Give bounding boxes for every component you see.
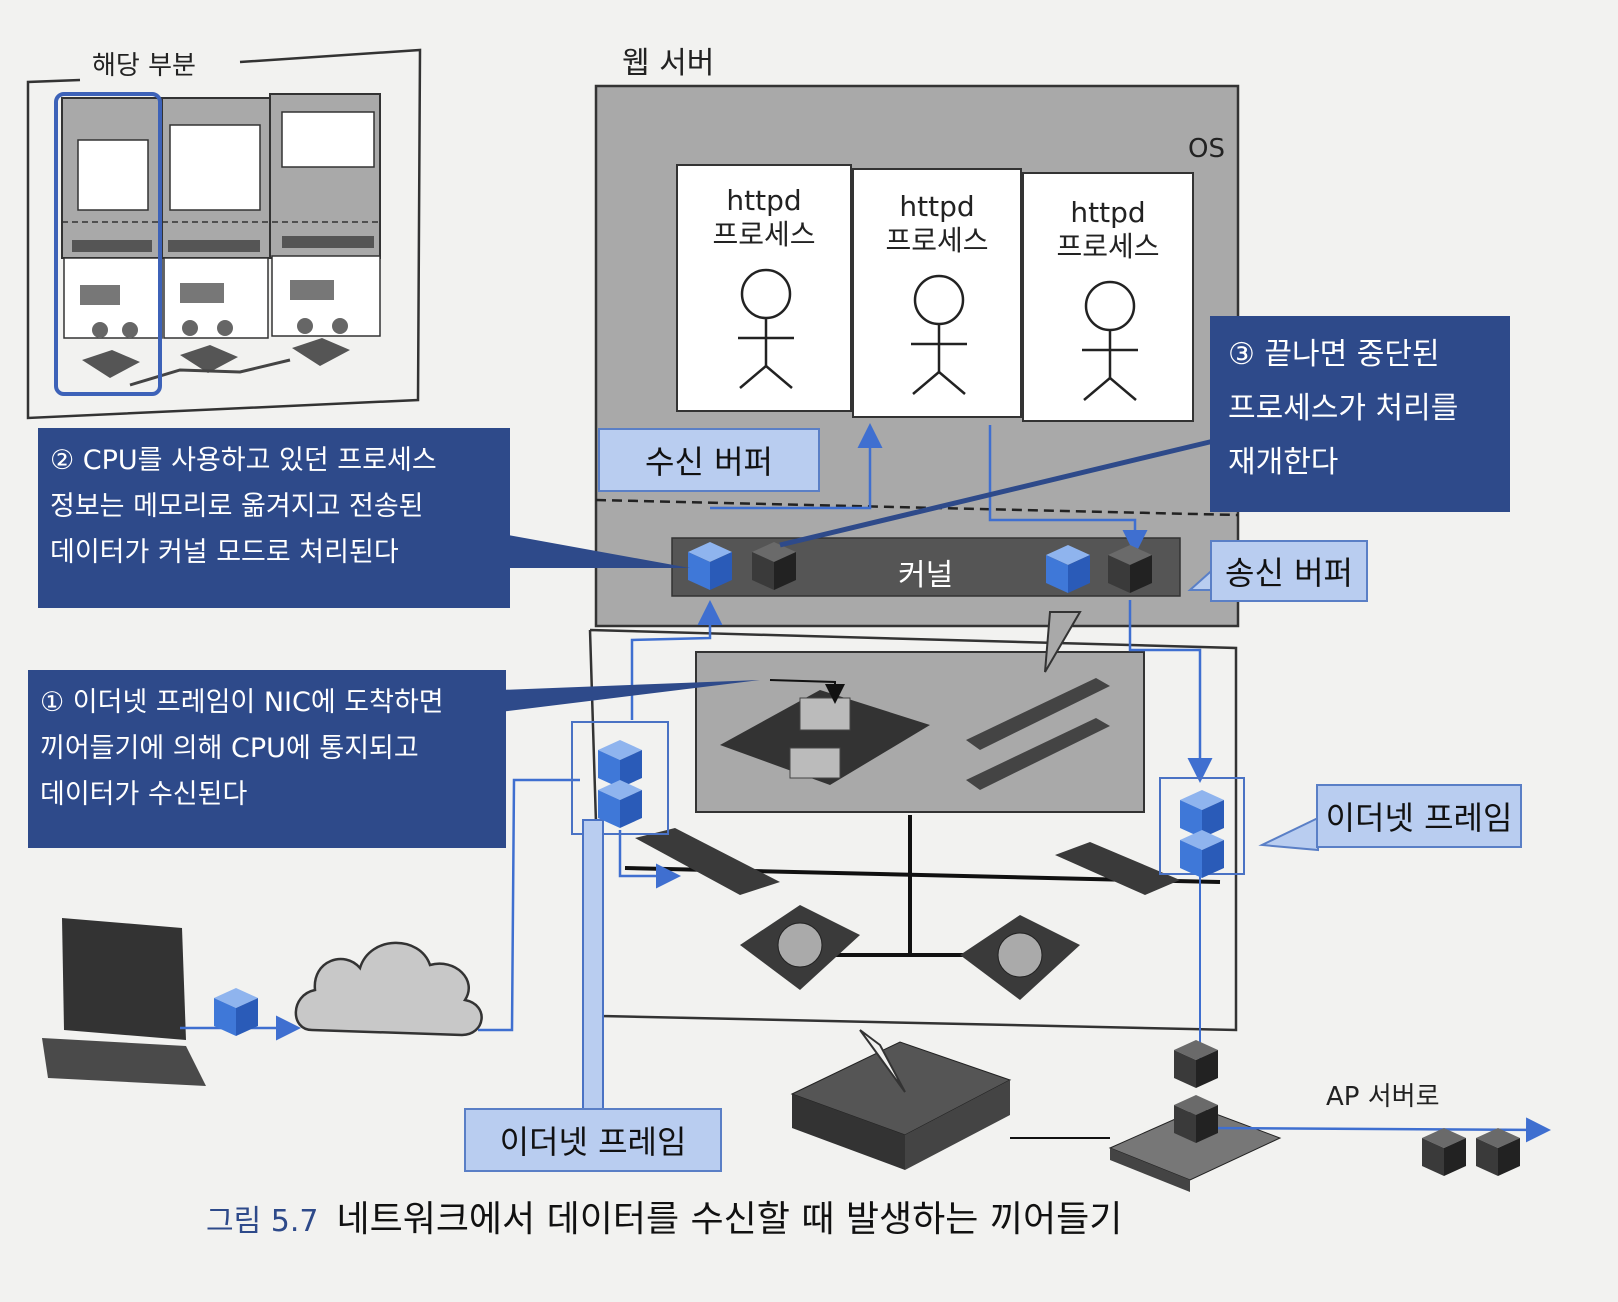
ap-cube-2 [1174, 1095, 1218, 1143]
ap-cube-3 [1422, 1128, 1466, 1176]
callout-step1-line1: ① 이더넷 프레임이 NIC에 도착하면 [40, 687, 444, 718]
figure-caption: 그림 5.7 네트워크에서 데이터를 수신할 때 발생하는 끼어들기 [206, 1190, 1122, 1242]
network [42, 832, 1551, 1192]
process-sub: 프로세스 [1056, 230, 1160, 263]
callout3-pointer [779, 437, 1219, 548]
thumbnail-frame [26, 48, 422, 420]
web-server-title: 웹 서버 [622, 46, 715, 81]
httpd-process-3: httpd 프로세스 [1022, 172, 1194, 422]
ap-cube-4 [1476, 1128, 1520, 1176]
callout-step2-line2: 정보는 메모리로 옮겨지고 전송된 [50, 491, 424, 522]
ethernet-frame-label-bottom: 이더넷 프레임 [464, 1108, 722, 1172]
callout-step3-line3: 재개한다 [1228, 445, 1339, 480]
callout-step3-line2: 프로세스가 처리를 [1228, 391, 1459, 426]
os-label: OS [1188, 134, 1225, 164]
callout-step3-line1: ③ 끝나면 중단된 [1228, 337, 1440, 372]
process-name: httpd [899, 190, 975, 223]
figure-title: 네트워크에서 데이터를 수신할 때 발생하는 끼어들기 [336, 1199, 1123, 1240]
laptop-icon [62, 918, 186, 1040]
callout2-pointer [508, 535, 690, 568]
callout-step1: ① 이더넷 프레임이 NIC에 도착하면 끼어들기에 의해 CPU에 통지되고 … [28, 670, 506, 848]
ap-cube-1 [1174, 1040, 1218, 1088]
kernel-label: 커널 [898, 558, 954, 593]
frame-cube-2 [598, 780, 642, 828]
process-sub: 프로세스 [885, 224, 989, 257]
frame-stem [582, 819, 604, 1113]
data-flow [180, 423, 1213, 1041]
person-icon [738, 268, 794, 389]
cloud-icon [294, 941, 483, 1037]
send-blue-cube [1046, 545, 1090, 593]
figure-number: 그림 5.7 [206, 1204, 319, 1239]
callout-step2: ② CPU를 사용하고 있던 프로세스 정보는 메모리로 옮겨지고 전송된 데이… [38, 428, 510, 608]
frame-cube-4 [1180, 830, 1224, 878]
send-buffer-cube [1108, 545, 1152, 593]
callout1-pointer [500, 680, 760, 712]
nic-in-highlight [571, 721, 669, 835]
packet-cube [214, 988, 258, 1036]
callout-step1-line2: 끼어들기에 의해 CPU에 통지되고 [40, 733, 419, 764]
process-name: httpd [726, 184, 802, 217]
kernel-cube [752, 542, 796, 590]
httpd-process-2: httpd 프로세스 [852, 168, 1022, 418]
person-icon [1082, 280, 1138, 401]
person-icon [911, 274, 967, 395]
callout-step1-line3: 데이터가 수신된다 [40, 779, 248, 810]
callout-step2-line1: ② CPU를 사용하고 있던 프로세스 [50, 445, 437, 476]
thumbnail-title: 해당 부분 [92, 51, 196, 81]
callout-step3: ③ 끝나면 중단된 프로세스가 처리를 재개한다 [1210, 316, 1510, 512]
thumbnail-highlight [54, 92, 162, 396]
send-buffer-label: 송신 버퍼 [1210, 540, 1368, 602]
httpd-process-1: httpd 프로세스 [676, 164, 852, 412]
callout-step2-line3: 데이터가 커널 모드로 처리된다 [50, 537, 399, 568]
ap-server-label: AP 서버로 [1326, 1082, 1440, 1112]
receive-buffer-label: 수신 버퍼 [598, 428, 820, 492]
recv-buffer-cube [688, 542, 732, 590]
process-name: httpd [1070, 196, 1146, 229]
ethernet-frame-label-right: 이더넷 프레임 [1316, 784, 1522, 848]
process-sub: 프로세스 [712, 218, 816, 251]
hardware-box [588, 611, 1238, 1032]
